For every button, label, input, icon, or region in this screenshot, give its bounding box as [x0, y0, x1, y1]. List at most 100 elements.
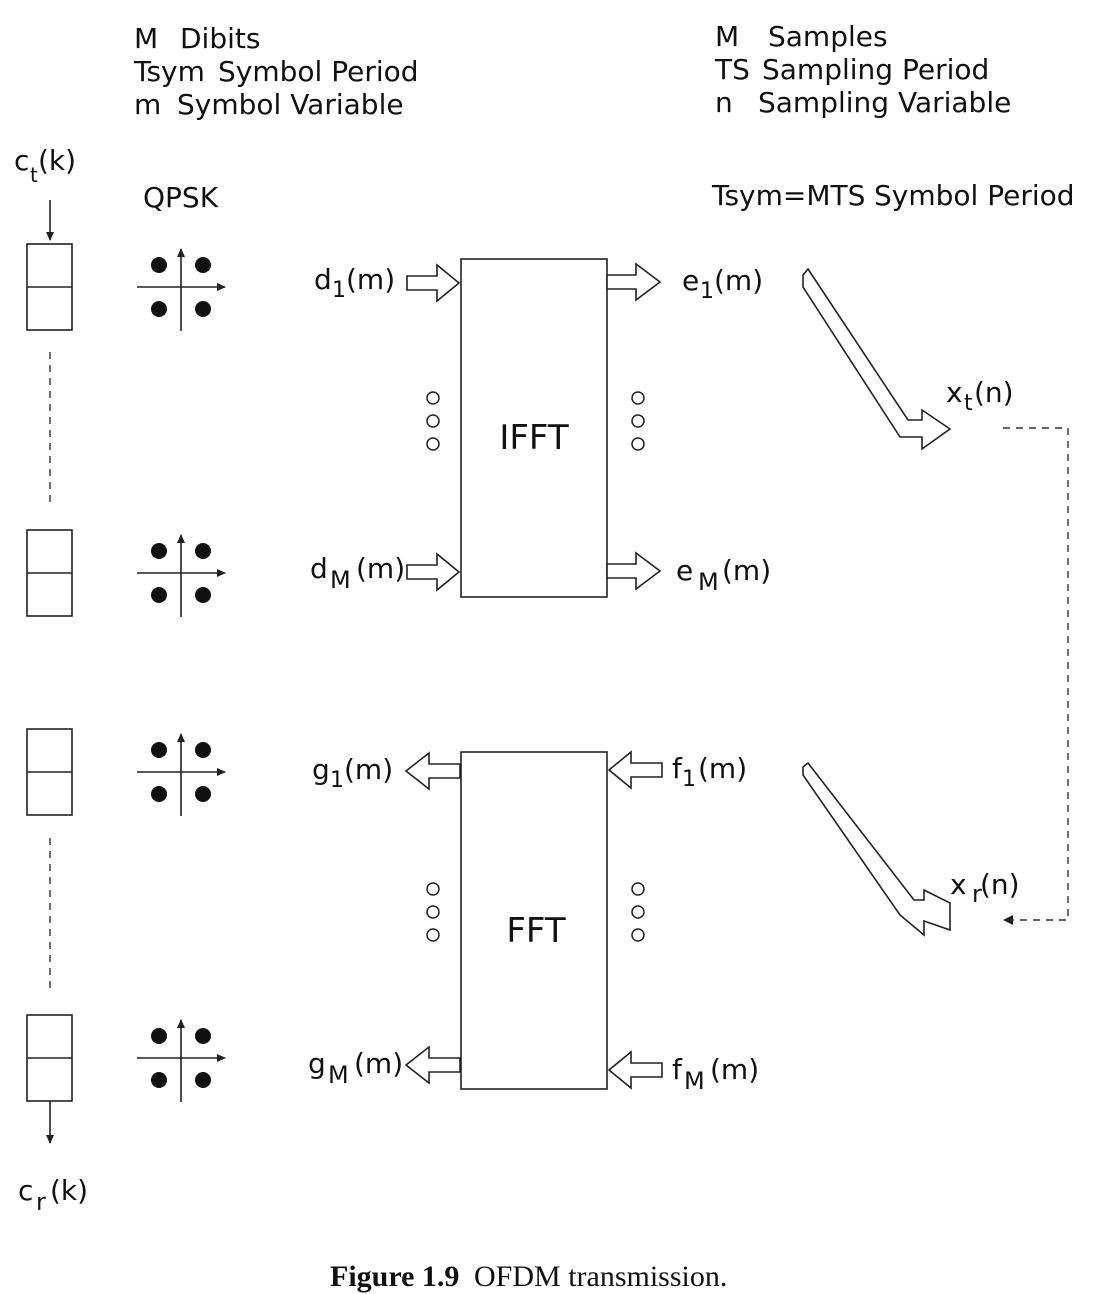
- label-eM-sub: M: [698, 568, 719, 596]
- label-g1-base: g: [312, 753, 330, 786]
- input-label-base: c: [14, 144, 29, 177]
- arrow-rx-serial: [802, 761, 951, 937]
- label-d1-base: d: [314, 263, 332, 296]
- fft-block: FFT: [460, 751, 608, 1090]
- arrow-f1-in: [607, 750, 663, 790]
- arrow-g1-out: [404, 751, 461, 791]
- label-d1-arg: (m): [346, 263, 395, 296]
- ellipsis-ring: [631, 905, 645, 919]
- legend-left-sym-1: M: [134, 22, 158, 55]
- constellation-point: [195, 742, 211, 758]
- output-label-arg: (k): [50, 1174, 88, 1207]
- constellation-point: [151, 301, 167, 317]
- constellation-point: [195, 786, 211, 802]
- legend-left-sym-2: Tsym: [133, 55, 205, 88]
- register-box-tx-1: [26, 243, 73, 331]
- constellation-point: [151, 1072, 167, 1088]
- constellation-point: [195, 301, 211, 317]
- constellation-point: [151, 257, 167, 273]
- label-xt-base: x: [946, 376, 963, 409]
- channel-link: [1003, 427, 1069, 925]
- fft-box: [460, 751, 608, 1090]
- label-dM-base: d: [310, 552, 328, 585]
- legend-left-text-2: Symbol Period: [218, 55, 419, 88]
- label-gM-arg: (m): [354, 1047, 403, 1080]
- label-xr-sub: r: [972, 880, 982, 908]
- legend-right-text-2: Sampling Period: [762, 53, 989, 86]
- label-eM-arg: (m): [722, 554, 771, 587]
- input-label-sub: t: [30, 163, 38, 187]
- constellation-point: [195, 587, 211, 603]
- qpsk-label: QPSK: [143, 181, 219, 214]
- label-xr-arg: (n): [980, 868, 1020, 901]
- legend-right: M Samples TS Sampling Period n Sampling …: [711, 20, 1075, 212]
- figure-caption: Figure 1.9 OFDM transmission.: [330, 1260, 727, 1293]
- ellipsis-ring: [631, 414, 645, 428]
- ifft-box: [460, 258, 608, 598]
- channel-dashed-line: [1003, 427, 1069, 921]
- ellipsis-rings: [426, 391, 645, 942]
- block-arrows: [404, 262, 952, 1090]
- input-label-arg: (k): [38, 144, 76, 177]
- constellation-point: [195, 1072, 211, 1088]
- ellipsis-ring: [426, 905, 440, 919]
- ellipsis-ring: [631, 882, 645, 896]
- ellipsis-ring: [631, 437, 645, 451]
- label-eM-base: e: [676, 554, 693, 587]
- label-gM-sub: M: [328, 1061, 349, 1089]
- legend-right-sym-1: M: [715, 20, 739, 53]
- label-xr-base: x: [950, 868, 967, 901]
- legend-left-sym-3: m: [134, 88, 161, 121]
- caption-label: Figure 1.9: [330, 1260, 459, 1293]
- label-fM-base: f: [672, 1053, 683, 1086]
- legend-right-text-1: Samples: [768, 20, 888, 53]
- legend-right-text-4: Symbol Period: [874, 179, 1075, 212]
- register-box-rx-m: [26, 1014, 73, 1102]
- qpsk-constellation: [137, 534, 226, 617]
- arrow-e1-out: [606, 262, 662, 302]
- label-fM-arg: (m): [710, 1053, 759, 1086]
- ellipsis-ring: [631, 928, 645, 942]
- label-e1-base: e: [682, 264, 699, 297]
- arrow-gM-out: [404, 1045, 461, 1085]
- label-xt-arg: (n): [974, 376, 1014, 409]
- label-fM-sub: M: [684, 1067, 705, 1095]
- constellation-point: [151, 742, 167, 758]
- label-f1-base: f: [672, 752, 683, 785]
- legend-left: M Dibits Tsym Symbol Period m Symbol Var…: [133, 22, 419, 121]
- register-boxes: [26, 243, 73, 1102]
- legend-left-text-3: Symbol Variable: [177, 88, 404, 121]
- constellation-point: [151, 1028, 167, 1044]
- ellipsis-ring: [426, 437, 440, 451]
- ellipsis-ring: [426, 882, 440, 896]
- label-gM-base: g: [308, 1047, 326, 1080]
- legend-right-sym-2: TS: [714, 53, 750, 86]
- arrow-eM-out: [606, 551, 662, 591]
- output-label-sub: r: [36, 1188, 46, 1216]
- label-f1-arg: (m): [698, 752, 747, 785]
- arrow-tx-serial: [802, 267, 952, 451]
- label-dM-sub: M: [330, 566, 351, 594]
- constellation-point: [195, 257, 211, 273]
- label-e1-sub: 1: [700, 279, 714, 304]
- constellation-point: [195, 543, 211, 559]
- fft-title: FFT: [506, 911, 566, 951]
- ifft-title: IFFT: [499, 418, 569, 458]
- register-box-tx-m: [26, 529, 73, 617]
- input-label: c t (k): [14, 144, 76, 187]
- legend-left-text-1: Dibits: [180, 22, 260, 55]
- label-f1-sub: 1: [682, 767, 696, 792]
- label-d1-sub: 1: [332, 278, 346, 303]
- arrow-fM-in: [607, 1050, 663, 1090]
- constellation-point: [151, 786, 167, 802]
- caption-text: OFDM transmission.: [474, 1260, 727, 1293]
- constellation-point: [151, 543, 167, 559]
